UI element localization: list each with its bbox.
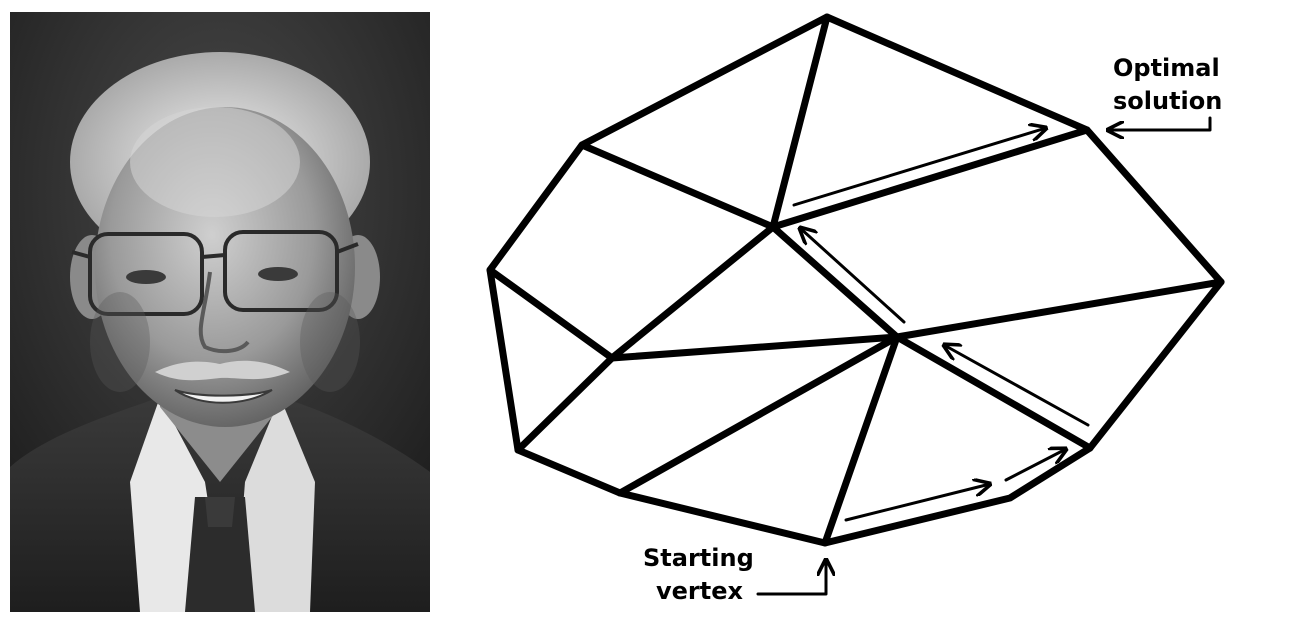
path-arrow: [800, 228, 906, 324]
polyhedron-edges: [486, 13, 1225, 547]
edge: [486, 266, 616, 362]
starting-vertex-label-line1: Starting: [643, 544, 754, 572]
edge: [821, 333, 901, 547]
path-arrow: [844, 484, 990, 522]
optimal-solution-label-line2: solution: [1113, 87, 1223, 115]
edge: [578, 141, 777, 231]
edge: [616, 333, 901, 497]
path-arrows: [792, 128, 1090, 522]
starting-vertex-label-line2: vertex: [656, 577, 743, 605]
edge: [608, 223, 777, 362]
edge: [608, 333, 901, 362]
edge: [893, 333, 1094, 452]
edge: [514, 354, 616, 454]
portrait-photo: [10, 12, 430, 612]
edge: [893, 278, 1225, 341]
edge: [769, 223, 901, 341]
start-pointer-arrow: [756, 560, 826, 596]
portrait-image: [10, 12, 430, 612]
path-arrow: [792, 128, 1046, 207]
edge: [769, 126, 1091, 231]
path-arrow: [1004, 449, 1066, 482]
optimal-solution-label-line1: Optimal: [1113, 54, 1220, 82]
edge: [769, 13, 831, 231]
path-arrow: [944, 345, 1090, 427]
optimal-pointer-arrow: [1108, 116, 1212, 130]
